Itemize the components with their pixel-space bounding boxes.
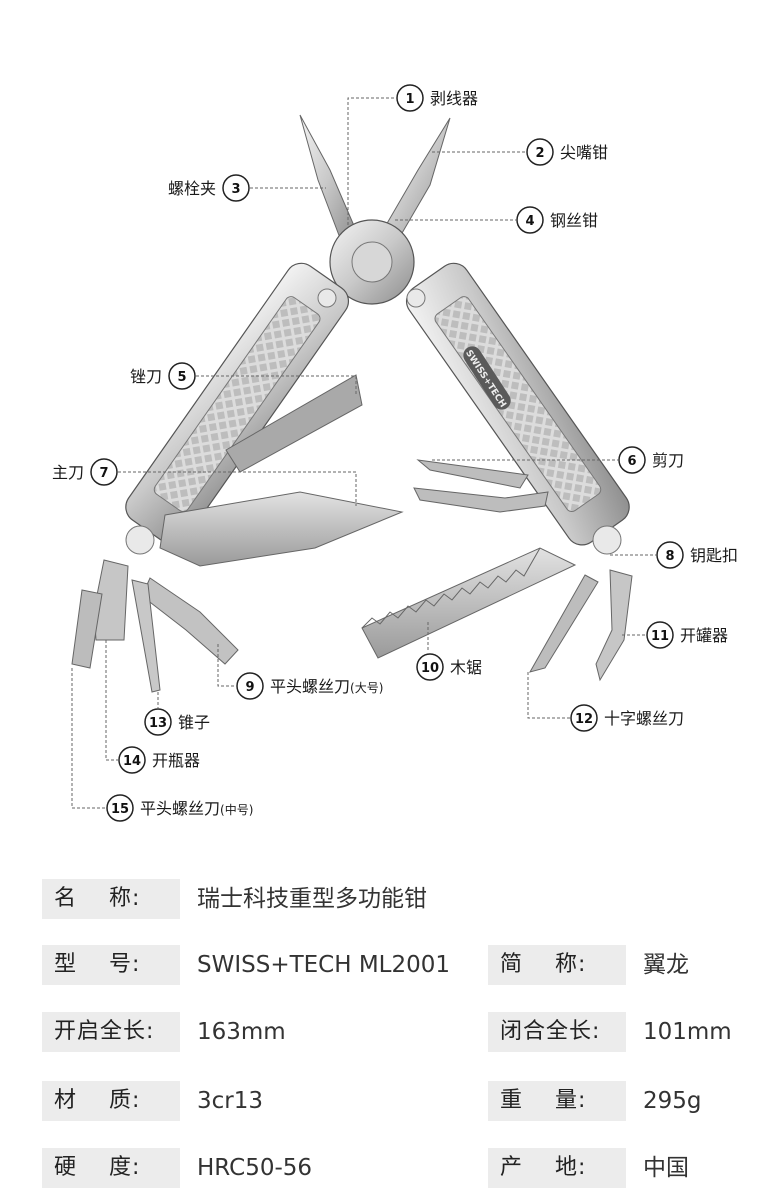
svg-text:开罐器: 开罐器 bbox=[680, 626, 728, 645]
callout-14: 14 开瓶器 bbox=[118, 746, 200, 774]
svg-text:钥匙扣: 钥匙扣 bbox=[690, 546, 738, 565]
multitool-illustration: SWISS+TECH bbox=[71, 114, 633, 693]
multitool-diagram: SWISS+TECH bbox=[52, 84, 738, 822]
saw-teeth bbox=[361, 547, 541, 629]
can-opener bbox=[595, 569, 633, 682]
svg-text:3: 3 bbox=[231, 182, 240, 197]
phillips-screwdriver bbox=[528, 574, 599, 673]
svg-text:10: 10 bbox=[421, 661, 439, 676]
callouts: 1 剥线器 2 尖嘴钳 3 螺栓夹 4 钢丝钳 5 锉刀 6 剪刀 bbox=[52, 84, 738, 822]
spec-open-value: 163mm bbox=[197, 1019, 286, 1045]
main-blade bbox=[159, 491, 404, 567]
scissors-tool bbox=[413, 459, 549, 513]
svg-text:8: 8 bbox=[665, 549, 674, 564]
callout-15: 15 平头螺丝刀(中号) bbox=[106, 794, 253, 822]
callout-12: 12 十字螺丝刀 bbox=[570, 704, 684, 732]
leader-9 bbox=[217, 644, 236, 687]
leader-lines bbox=[71, 97, 656, 809]
leader-1 bbox=[347, 97, 396, 225]
screwdriver-medium bbox=[71, 589, 103, 669]
rivet-icon bbox=[592, 525, 622, 555]
svg-text:开瓶器: 开瓶器 bbox=[152, 751, 200, 770]
spec-material-label: 材 质: bbox=[42, 1081, 180, 1121]
rivet-icon bbox=[317, 288, 337, 308]
svg-text:木锯: 木锯 bbox=[450, 658, 482, 677]
svg-text:主刀: 主刀 bbox=[52, 463, 84, 482]
rivet-icon bbox=[125, 525, 155, 555]
spec-origin-label: 产 地: bbox=[488, 1148, 626, 1188]
spec-weight-label: 重 量: bbox=[488, 1081, 626, 1121]
leader-14 bbox=[105, 640, 118, 761]
leader-5 bbox=[196, 375, 357, 395]
callout-6: 6 剪刀 bbox=[618, 446, 684, 474]
awl-tool bbox=[131, 579, 161, 693]
spec-name-value: 瑞士科技重型多功能钳 bbox=[197, 886, 427, 912]
callout-5: 5 锉刀 bbox=[130, 362, 196, 390]
callout-10: 10 木锯 bbox=[416, 653, 482, 681]
svg-text:13: 13 bbox=[149, 716, 167, 731]
callout-9: 9 平头螺丝刀(大号) bbox=[236, 672, 383, 700]
callout-1: 1 剥线器 bbox=[396, 84, 478, 112]
left-jaw bbox=[299, 114, 359, 239]
callout-8: 8 钥匙扣 bbox=[656, 541, 738, 569]
svg-text:十字螺丝刀: 十字螺丝刀 bbox=[604, 709, 684, 728]
callout-13: 13 锥子 bbox=[144, 708, 210, 736]
callout-2: 2 尖嘴钳 bbox=[526, 138, 608, 166]
spec-hardness-label: 硬 度: bbox=[42, 1148, 180, 1188]
svg-text:螺栓夹: 螺栓夹 bbox=[168, 179, 216, 198]
spec-short-value: 翼龙 bbox=[643, 952, 689, 978]
svg-text:剪刀: 剪刀 bbox=[652, 451, 684, 470]
svg-text:尖嘴钳: 尖嘴钳 bbox=[560, 143, 608, 162]
spec-hardness-value: HRC50-56 bbox=[197, 1155, 313, 1181]
svg-text:平头螺丝刀(中号): 平头螺丝刀(中号) bbox=[140, 799, 253, 818]
svg-text:剥线器: 剥线器 bbox=[430, 89, 478, 108]
callout-4: 4 钢丝钳 bbox=[516, 206, 598, 234]
svg-text:9: 9 bbox=[245, 680, 254, 695]
spec-open-label: 开启全长: bbox=[42, 1012, 180, 1052]
svg-text:7: 7 bbox=[99, 466, 108, 481]
spec-short-label: 简 称: bbox=[488, 945, 626, 985]
svg-text:12: 12 bbox=[575, 712, 593, 727]
leader-7 bbox=[118, 471, 357, 506]
screwdriver-large bbox=[141, 577, 239, 665]
svg-text:锉刀: 锉刀 bbox=[130, 367, 162, 386]
svg-text:1: 1 bbox=[405, 92, 414, 107]
svg-text:14: 14 bbox=[123, 754, 141, 769]
spec-origin-value: 中国 bbox=[643, 1155, 689, 1181]
rivet-icon bbox=[406, 288, 426, 308]
svg-text:5: 5 bbox=[177, 370, 186, 385]
svg-text:11: 11 bbox=[651, 629, 669, 644]
spec-weight-value: 295g bbox=[643, 1088, 702, 1114]
callout-3: 3 螺栓夹 bbox=[168, 174, 250, 202]
leader-12 bbox=[527, 672, 570, 719]
spec-material-value: 3cr13 bbox=[197, 1088, 264, 1114]
spec-name-label: 名 称: bbox=[42, 879, 180, 919]
callout-7: 7 主刀 bbox=[52, 458, 118, 486]
right-jaw bbox=[381, 117, 451, 241]
saw-tool bbox=[361, 547, 577, 659]
svg-text:15: 15 bbox=[111, 802, 129, 817]
svg-text:平头螺丝刀(大号): 平头螺丝刀(大号) bbox=[270, 677, 383, 696]
leader-15 bbox=[71, 668, 106, 809]
svg-text:6: 6 bbox=[627, 454, 636, 469]
callout-11: 11 开罐器 bbox=[646, 621, 728, 649]
spec-closed-label: 闭合全长: bbox=[488, 1012, 626, 1052]
svg-text:钢丝钳: 钢丝钳 bbox=[550, 211, 598, 230]
svg-text:锥子: 锥子 bbox=[178, 713, 210, 732]
spec-model-value: SWISS+TECH ML2001 bbox=[197, 952, 451, 978]
svg-text:4: 4 bbox=[525, 214, 534, 229]
spec-model-label: 型 号: bbox=[42, 945, 180, 985]
svg-text:2: 2 bbox=[535, 146, 544, 161]
spec-closed-value: 101mm bbox=[643, 1019, 732, 1045]
